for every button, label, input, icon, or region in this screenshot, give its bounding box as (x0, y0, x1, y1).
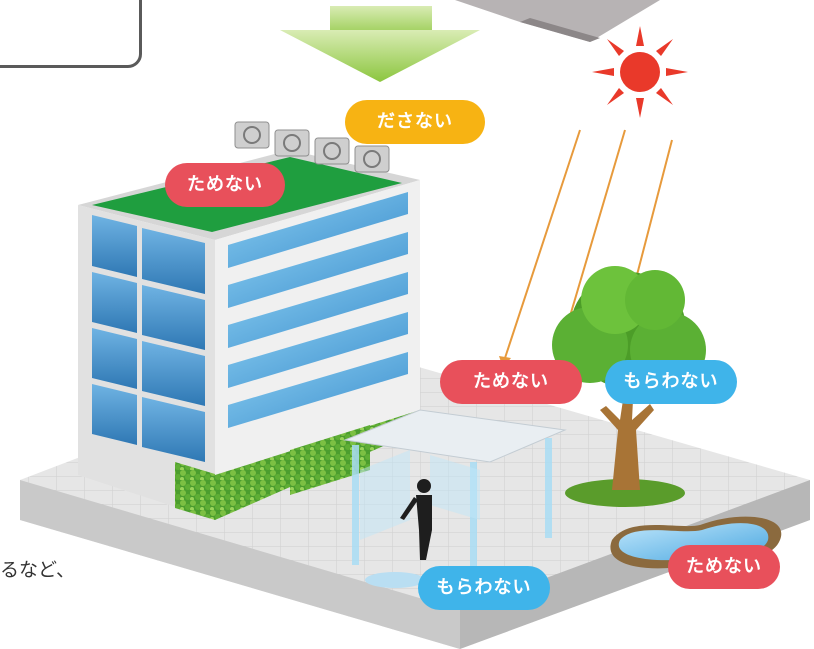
label-tamenai-pond: ためない (668, 545, 780, 589)
sun-icon (592, 26, 688, 118)
text-box (0, 0, 142, 68)
label-tamenai-ground: ためない (440, 360, 582, 404)
label-tamenai-roof: ためない (165, 163, 285, 207)
label-dasanai: ださない (345, 100, 485, 144)
panel-shape (455, 0, 660, 42)
canopy (343, 409, 567, 588)
tree (552, 266, 706, 507)
caption-text: るなど、 (0, 559, 76, 581)
arrow-down-icon (280, 6, 480, 82)
label-morawanai-canopy: もらわない (418, 566, 550, 610)
label-morawanai-tree: もらわない (605, 360, 737, 404)
